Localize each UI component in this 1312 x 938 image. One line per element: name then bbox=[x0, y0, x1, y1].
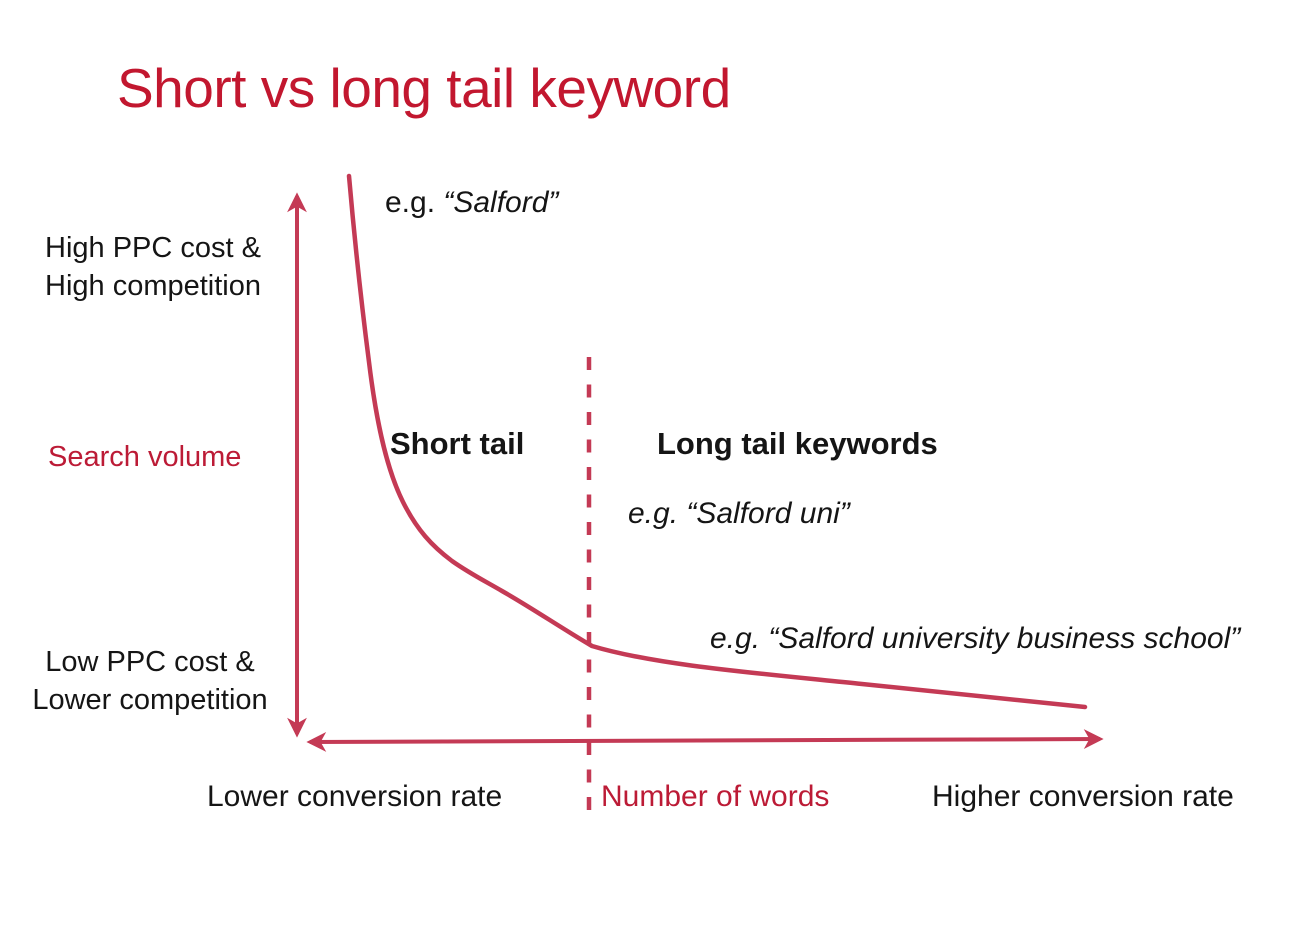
y-axis-bottom-label: Low PPC cost & Lower competition bbox=[14, 643, 286, 719]
long-tail-region-label: Long tail keywords bbox=[657, 426, 938, 461]
y-axis-top-label-line1: High PPC cost & bbox=[45, 232, 261, 264]
x-axis-left-label: Lower conversion rate bbox=[207, 780, 503, 813]
long-tail-curve bbox=[346, 173, 1088, 710]
example-long-tail-keyword: e.g. “Salford university business school… bbox=[710, 622, 1241, 655]
x-axis-title: Number of words bbox=[601, 780, 830, 813]
y-axis-bottom-label-line1: Low PPC cost & bbox=[45, 646, 255, 678]
example-short-tail-keyword: e.g. “Salford” bbox=[385, 186, 558, 220]
x-axis-right-label: Higher conversion rate bbox=[932, 780, 1234, 813]
x-axis-arrow bbox=[306, 729, 1104, 752]
y-axis-top-label: High PPC cost & High competition bbox=[28, 229, 278, 305]
y-axis-top-label-line2: High competition bbox=[45, 270, 261, 302]
example-keyword: “Salford” bbox=[443, 186, 559, 219]
short-tail-region-label: Short tail bbox=[390, 426, 525, 461]
y-axis-bottom-label-line2: Lower competition bbox=[32, 684, 268, 716]
page-title: Short vs long tail keyword bbox=[117, 57, 731, 119]
example-medium-tail-keyword: e.g. “Salford uni” bbox=[628, 497, 850, 530]
example-prefix: e.g. bbox=[385, 186, 444, 219]
y-axis-title: Search volume bbox=[48, 441, 242, 473]
